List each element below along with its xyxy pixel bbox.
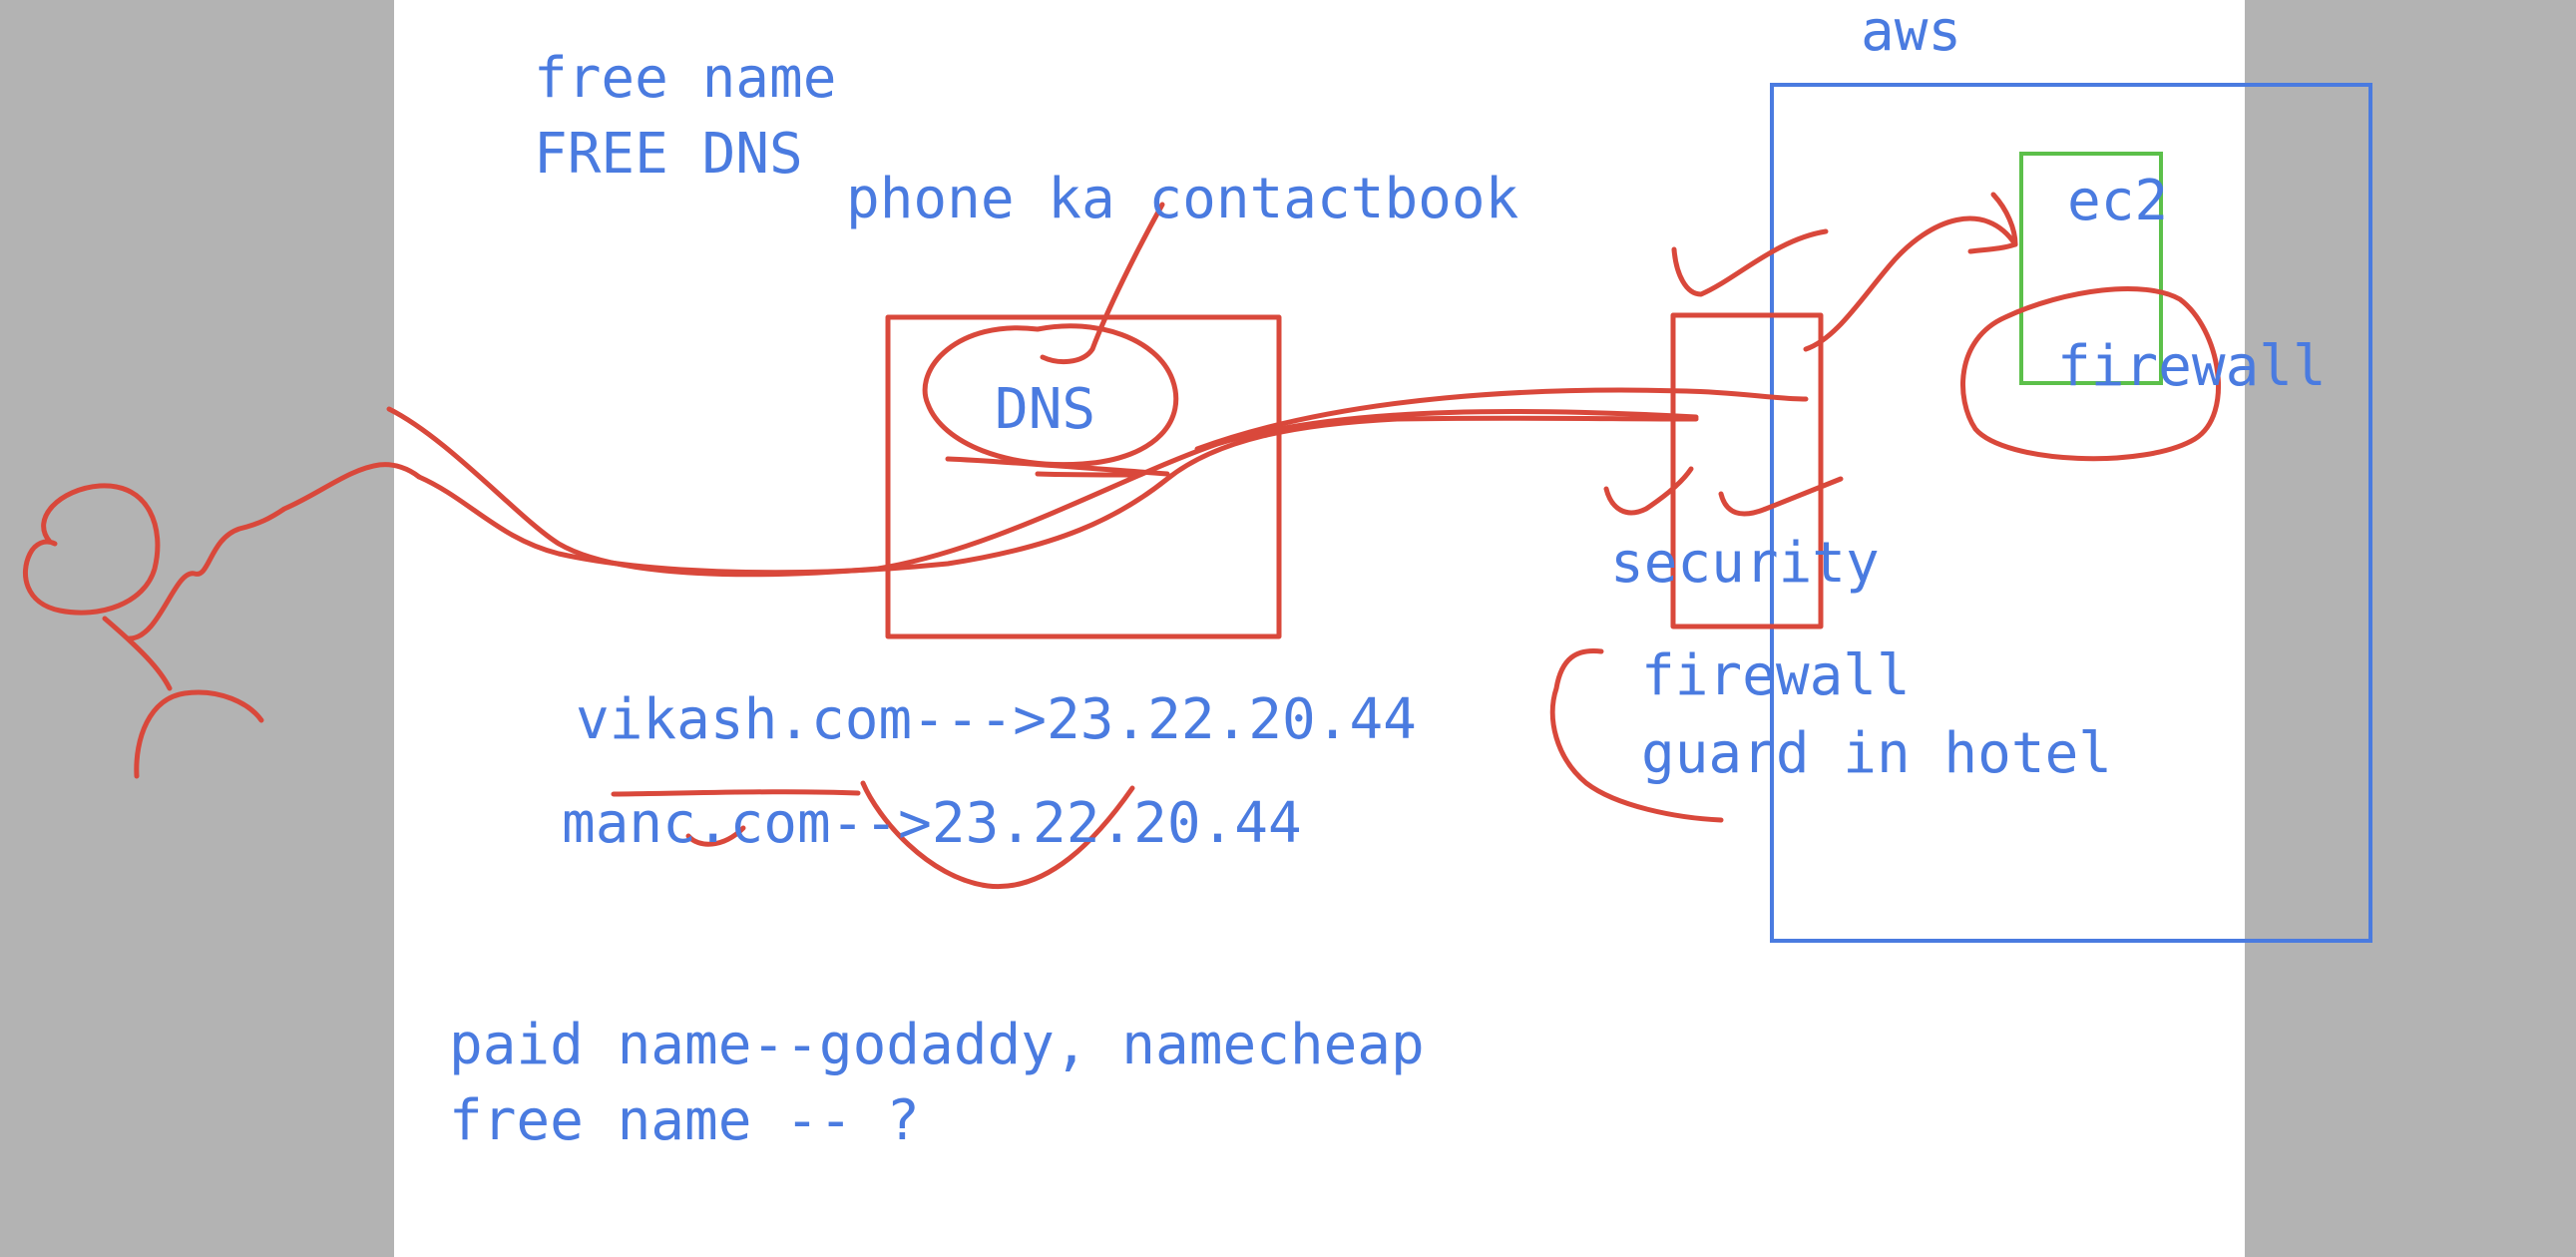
- firewall-label: firewall: [1641, 643, 1911, 708]
- guard-label: guard in hotel: [1641, 721, 2112, 786]
- manc-check: [685, 825, 746, 847]
- security-label: security: [1610, 531, 1880, 596]
- dns-circle: [922, 323, 1179, 468]
- security-box: [1670, 312, 1824, 629]
- dns-underline: [945, 456, 1170, 477]
- red-annotations: [22, 192, 2221, 890]
- person-head: [22, 483, 161, 616]
- contactbook-pointer: [1040, 202, 1165, 364]
- free-name-label: free name: [534, 46, 836, 111]
- contactbook-label: phone ka contactbook: [846, 167, 1518, 231]
- ec2-box: [2019, 152, 2163, 385]
- check-mark-bottom-left: [1603, 466, 1694, 516]
- ec2-label: ec2: [2067, 169, 2168, 233]
- dns-box: [885, 314, 1282, 639]
- check-mark-top: [1671, 228, 1829, 297]
- request-line-1: [386, 406, 1699, 578]
- firewall-bracket: [1549, 647, 1724, 823]
- person-squiggle: [127, 462, 422, 641]
- paid-name-label: paid name--godaddy, namecheap: [449, 1013, 1425, 1077]
- aws-box: [1770, 83, 2372, 943]
- arrow-head: [1967, 192, 2018, 254]
- request-line-3: [1194, 387, 1809, 452]
- mapping-underline: [611, 789, 861, 797]
- ec2-firewall-label: firewall: [2057, 334, 2327, 399]
- person-leg: [134, 689, 264, 779]
- vikash-mapping: vikash.com--->23.22.20.44: [576, 687, 1417, 752]
- security-to-ec2-arrow: [1803, 215, 2018, 352]
- dns-label: DNS: [995, 377, 1095, 442]
- manc-smile: [860, 780, 1135, 890]
- person-arm: [102, 616, 173, 691]
- request-line-2: [416, 415, 1699, 576]
- free-dns-label: FREE DNS: [534, 122, 803, 187]
- free-name-question: free name -- ?: [449, 1088, 920, 1153]
- manc-mapping: manc.com-->23.22.20.44: [562, 791, 1302, 856]
- dns-underline-2: [1035, 471, 1140, 478]
- ec2-firewall-circle: [1960, 286, 2221, 462]
- check-mark-bottom-right: [1718, 476, 1844, 517]
- aws-label: aws: [1861, 0, 1961, 64]
- canvas-sheet: [394, 0, 2245, 1257]
